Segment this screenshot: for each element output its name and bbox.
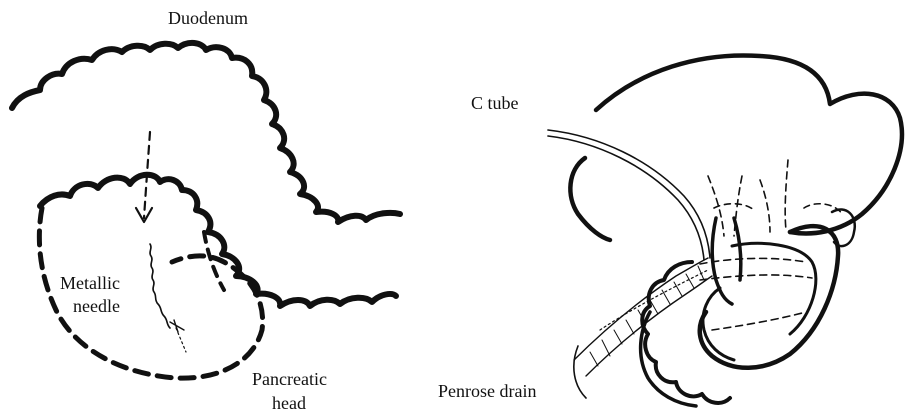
duodenum-inner-wall — [732, 243, 816, 334]
metallic-needle — [150, 244, 170, 328]
ampulla-dashed — [714, 204, 842, 214]
label-c-tube: C tube — [471, 93, 519, 114]
label-needle: needle — [73, 296, 120, 317]
left-panel — [12, 43, 400, 378]
label-duodenum: Duodenum — [168, 8, 248, 29]
right-panel — [548, 55, 902, 406]
common-bile-duct-dashed — [708, 160, 788, 236]
bile-duct-right — [734, 218, 741, 280]
pancreatic-duct-dashed-right — [700, 258, 812, 330]
label-head: head — [272, 393, 306, 414]
label-metallic: Metallic — [60, 273, 120, 294]
label-penrose-drain: Penrose drain — [438, 381, 536, 402]
duodenal-sweep — [700, 226, 838, 368]
needle-crossmark — [170, 320, 184, 332]
gallbladder-edge — [570, 158, 610, 240]
label-pancreatic: Pancreatic — [252, 369, 327, 390]
